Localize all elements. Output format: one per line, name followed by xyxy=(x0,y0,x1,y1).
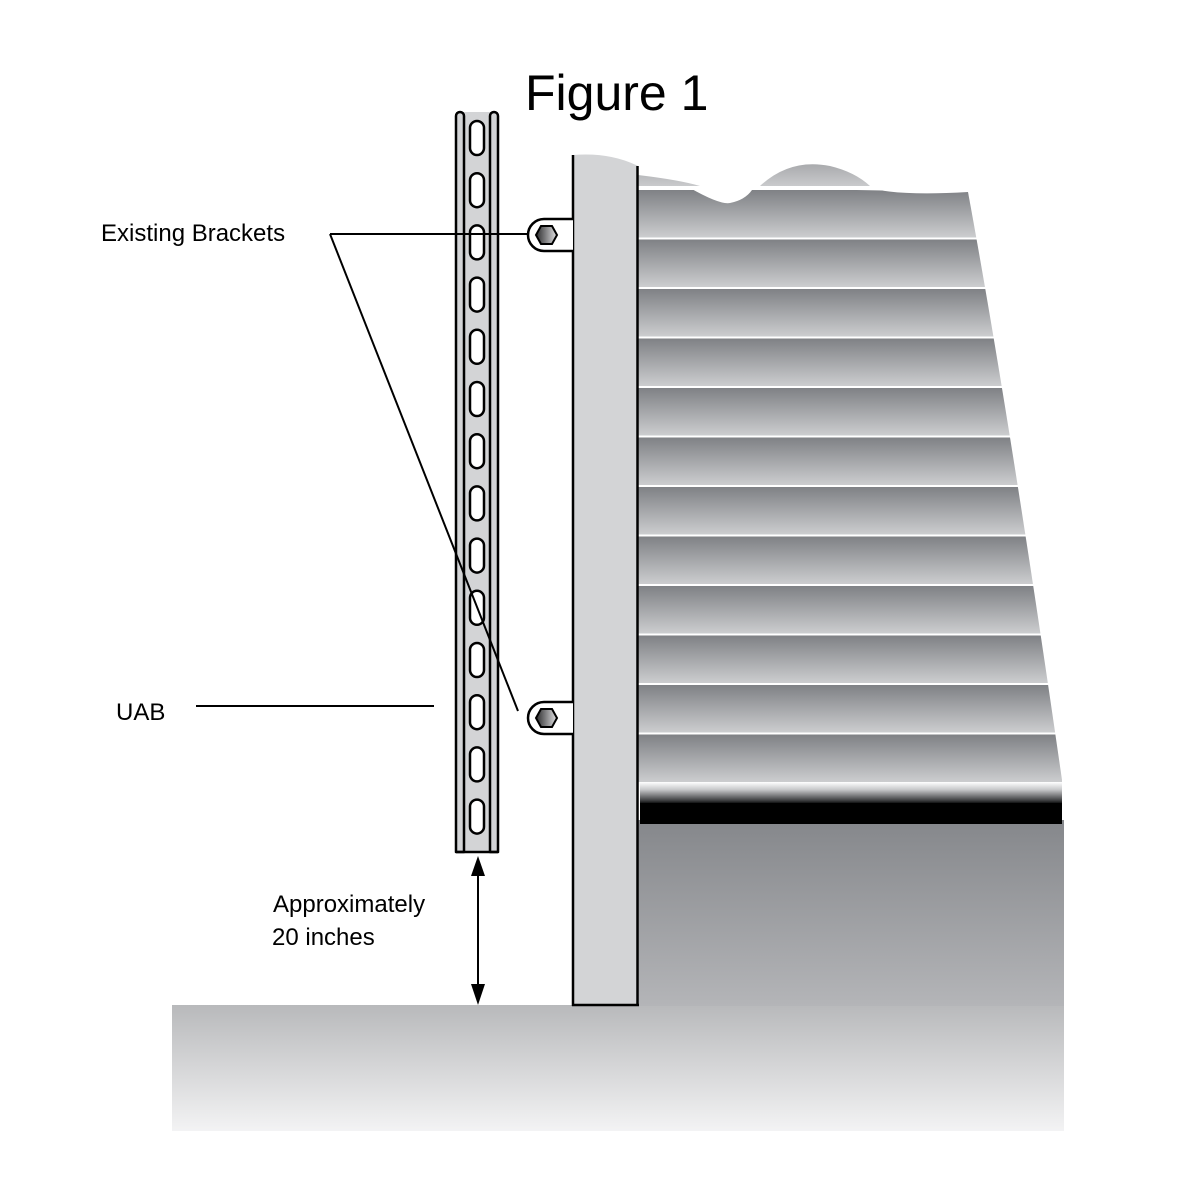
rail-slot xyxy=(468,746,486,783)
lower-bracket xyxy=(526,700,573,736)
door-bottom-seal xyxy=(640,782,1062,804)
clearance-label-line1: Approximately xyxy=(273,891,425,918)
rail-slot xyxy=(468,328,486,366)
door-torn-edge xyxy=(690,188,752,204)
door-slat xyxy=(638,190,1062,238)
rail-slot xyxy=(468,485,486,522)
door-slat xyxy=(638,536,1062,584)
arrow-down-icon xyxy=(471,984,485,1005)
rail-slot xyxy=(468,380,486,418)
rail-slot xyxy=(468,537,486,574)
clearance-label-line2: 20 inches xyxy=(272,924,375,951)
rail-slot xyxy=(468,641,486,679)
door-slat xyxy=(638,586,1062,634)
door-slat xyxy=(638,437,1062,485)
figure-title: Figure 1 xyxy=(525,65,708,121)
door-slats xyxy=(638,190,1062,782)
existing-brackets-leader-lower xyxy=(329,233,519,712)
rail-slot xyxy=(468,119,486,157)
door-slat xyxy=(638,239,1062,287)
hex-nut-icon xyxy=(534,708,559,728)
door-top-cut xyxy=(870,170,980,194)
door-lower-area xyxy=(638,820,1064,1006)
door-slat xyxy=(638,734,1062,782)
uab-rail xyxy=(454,110,500,854)
door-slat xyxy=(638,685,1062,733)
rail-slot xyxy=(468,276,486,313)
rail-slot xyxy=(468,798,486,835)
rail-slot xyxy=(468,693,486,731)
door-torn-top xyxy=(638,164,870,186)
door-slat xyxy=(638,487,1062,535)
door-slat xyxy=(638,388,1062,436)
rail-slot xyxy=(468,171,486,209)
rail-slot xyxy=(468,224,486,261)
uab-label: UAB xyxy=(116,699,165,726)
door-slat xyxy=(638,289,1062,337)
door-slat xyxy=(638,635,1062,683)
arrow-up-icon xyxy=(471,856,485,876)
door-track-panel xyxy=(573,154,638,1005)
hex-nut-icon xyxy=(534,225,559,245)
door-slat xyxy=(638,338,1062,386)
rail-slot xyxy=(468,432,486,470)
floor xyxy=(172,1005,1064,1131)
upper-bracket xyxy=(526,217,573,253)
existing-brackets-label: Existing Brackets xyxy=(101,220,285,247)
door-bottom-bar xyxy=(640,803,1062,824)
